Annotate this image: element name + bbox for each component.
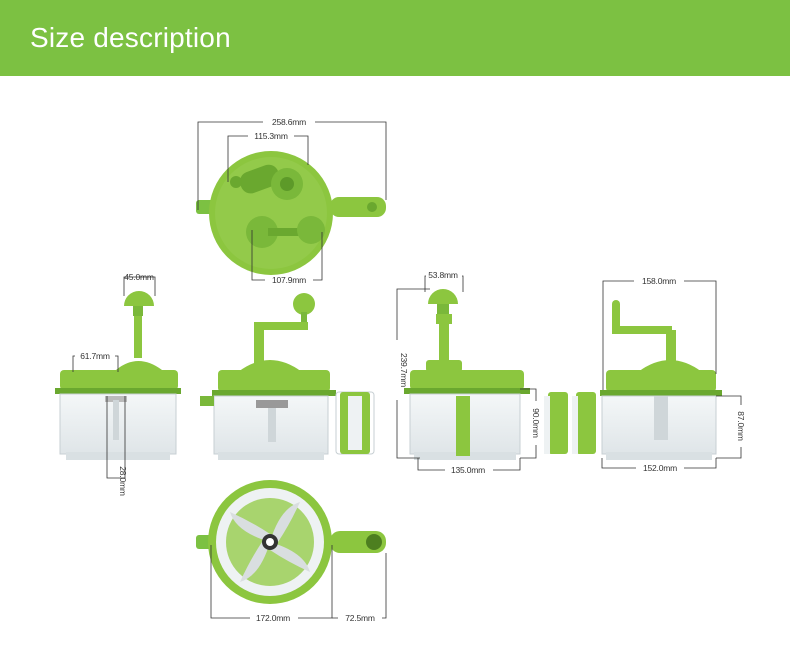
dim-knob-width: 45.0mm [124,272,154,282]
front-view-1-dimensions: 45.0mm 61.7mm 28.0mm [72,272,156,496]
header-banner: Size description [0,0,790,76]
dim-crank-width: 158.0mm [642,276,676,286]
top-view-dimensions: 258.6mm 115.3mm 107.9mm [197,117,387,285]
dim-bowl-height: 90.0mm [531,408,541,438]
front-view-1 [55,291,181,460]
side-view-3 [404,289,568,460]
dim-top-lower: 107.9mm [272,275,306,285]
bottom-view [196,480,386,604]
dim-bowl-depth: 87.0mm [736,411,746,441]
dim-height: 239.7mm [399,353,409,387]
dim-base-width: 135.0mm [451,465,485,475]
side-view-3-dimensions: 53.8mm 239.7mm 90.0mm 135.0mm [391,270,541,475]
side-view-4-dimensions: 158.0mm 87.0mm 152.0mm [601,276,746,473]
dim-outer-base: 152.0mm [643,463,677,473]
side-view-4 [572,300,722,460]
dim-top-inner: 115.3mm [254,131,288,141]
dim-bottom-diameter: 172.0mm [256,613,290,623]
dim-lid-offset: 61.7mm [80,351,110,361]
top-view [196,151,386,275]
front-view-2 [200,293,375,460]
dim-bottom-gap: 28.0mm [118,466,128,496]
dim-handle-length: 72.5mm [345,613,375,623]
dim-top-width: 258.6mm [272,117,306,127]
page-title: Size description [30,22,231,53]
bottom-view-dimensions: 172.0mm 72.5mm [210,545,387,623]
dim-side-knob: 53.8mm [428,270,458,280]
